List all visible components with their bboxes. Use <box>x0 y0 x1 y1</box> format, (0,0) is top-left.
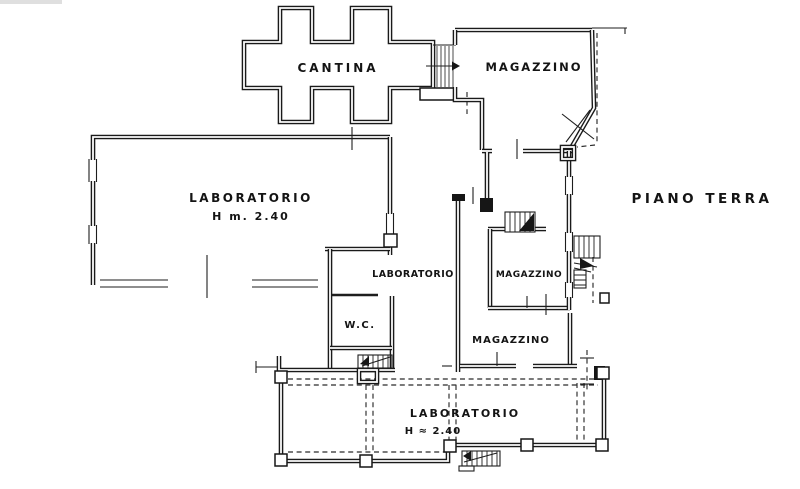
room-label-laboratorio-main: LABORATORIO <box>189 191 313 205</box>
stairs-icon-straight <box>504 211 536 233</box>
porch-dashed-outline <box>288 378 600 453</box>
centerline-ticks <box>255 127 594 385</box>
room-laboratorio-main <box>86 134 390 298</box>
porch-walls <box>274 366 610 468</box>
stairs-icon-winder <box>573 235 601 289</box>
central-walls <box>383 137 493 372</box>
room-label-magazzino-top: MAGAZZINO <box>485 60 582 74</box>
room-label-wc: W.C. <box>344 320 375 331</box>
entrance-arrow-icon <box>426 61 460 71</box>
window-band <box>100 279 168 288</box>
room-label-magazzino-small: MAGAZZINO <box>496 270 562 280</box>
room-height-laboratorio-porch: H ≈ 2.40 <box>405 426 461 437</box>
window-band <box>252 279 318 288</box>
room-cantina <box>241 5 460 125</box>
passage-sill <box>419 87 456 101</box>
stairs-icon-vestibule <box>357 354 393 369</box>
room-label-laboratorio-porch: LABORATORIO <box>410 407 520 420</box>
scan-artifact <box>0 0 62 4</box>
porch-step <box>356 367 380 385</box>
detached-pier <box>599 292 610 304</box>
room-label-cantina: CANTINA <box>297 61 378 75</box>
floor-title: PIANO TERRA <box>631 191 772 207</box>
room-wc <box>276 246 395 385</box>
room-label-laboratorio-central: LABORATORIO <box>372 269 454 280</box>
room-height-laboratorio-main: H m. 2.40 <box>212 210 290 223</box>
room-magazzino-small <box>487 211 570 311</box>
room-magazzino-top <box>452 27 627 154</box>
door-x-icon <box>561 109 595 143</box>
room-magazzino-lower <box>460 313 605 380</box>
stairs-icon-exterior <box>458 450 501 472</box>
dashed-outlines <box>288 33 600 453</box>
right-wall <box>559 144 577 310</box>
room-label-magazzino-lower: MAGAZZINO <box>472 335 550 346</box>
